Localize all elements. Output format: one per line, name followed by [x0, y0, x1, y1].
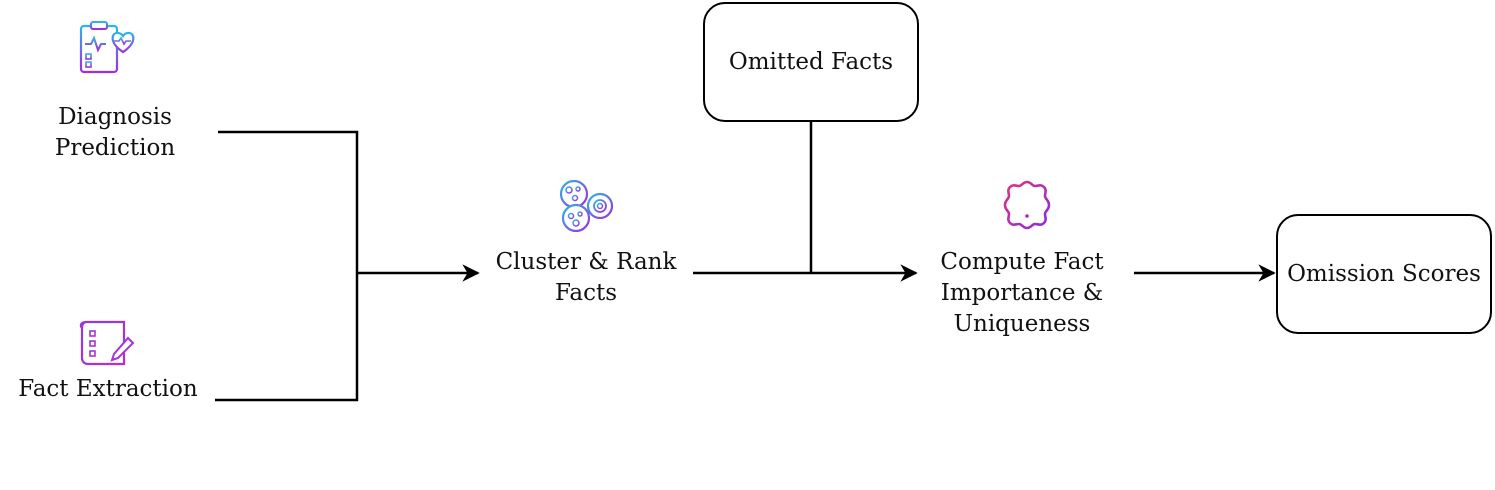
omitted-facts-label: Omitted Facts	[728, 49, 894, 75]
diagnosis-prediction-line2: Prediction	[54, 135, 176, 161]
compute-fact-line2: Importance &	[940, 280, 1104, 306]
diagnosis-to-merge-line	[215, 130, 359, 402]
omitted-facts-box: Omitted Facts	[703, 2, 919, 122]
diagnosis-prediction-line1: Diagnosis	[58, 104, 172, 130]
compute-fact-label: Compute Fact Importance & Uniqueness	[932, 247, 1112, 340]
medical-clipboard-heart-icon	[79, 21, 135, 74]
omission-scores-label: Omission Scores	[1287, 261, 1481, 287]
compute-fact-line1: Compute Fact	[940, 249, 1104, 275]
cell-clusters-icon	[559, 179, 614, 233]
alert-badge-icon	[1003, 180, 1051, 230]
compute-fact-line3: Uniqueness	[953, 311, 1091, 337]
fact-extraction-label: Fact Extraction	[18, 376, 198, 402]
checklist-scroll-pen-icon	[79, 320, 135, 366]
omission-scores-box: Omission Scores	[1276, 214, 1492, 334]
cluster-rank-line2: Facts	[554, 280, 618, 306]
cluster-rank-line1: Cluster & Rank	[495, 249, 677, 275]
diagnosis-prediction-label: Diagnosis Prediction	[40, 102, 190, 164]
cluster-rank-label: Cluster & Rank Facts	[490, 247, 682, 309]
